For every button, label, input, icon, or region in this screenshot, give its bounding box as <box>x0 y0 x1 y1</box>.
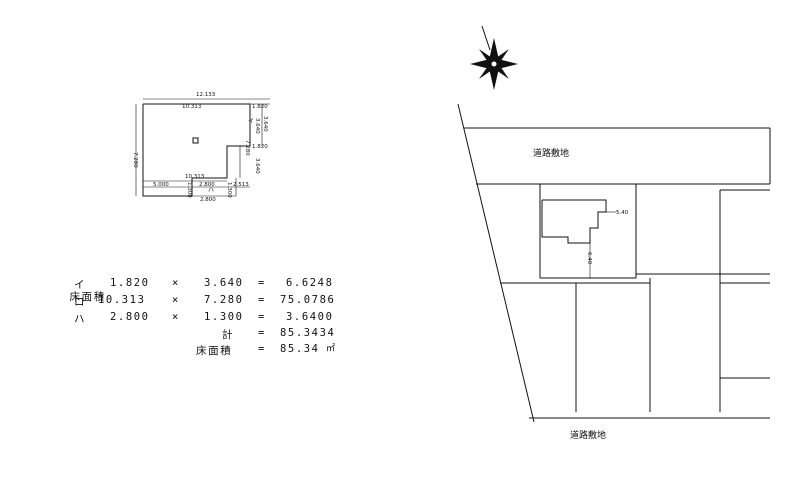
calc-op: × <box>172 294 180 306</box>
dim-bottom-center: 2.800 <box>199 182 215 188</box>
label-ha: ハ <box>208 187 214 194</box>
dim-bottom-right: 2.513 <box>233 182 249 188</box>
calc-eq: = <box>258 277 266 289</box>
dim-right-lower: 3.640 <box>254 158 260 174</box>
dim-top-total: 12.133 <box>196 92 216 98</box>
label-i: イ <box>248 118 254 125</box>
calc-result: 6.6248 <box>286 277 334 289</box>
floor-area-value: 85.34 <box>280 343 320 355</box>
total-eq: = <box>258 327 266 339</box>
calc-b: 3.640 <box>204 277 244 289</box>
total-value: 85.3434 <box>280 327 336 339</box>
floor-area-label: 床面積 <box>196 345 233 357</box>
total-label: 計 <box>222 329 235 341</box>
dim-right-inner: 3.640 <box>254 118 260 134</box>
dim-notch-bottom: 2.800 <box>200 197 216 203</box>
road-label-bottom: 道路敷地 <box>570 429 606 441</box>
offset-down: 6.40 <box>586 252 592 265</box>
site-map <box>457 103 771 423</box>
compass-rose-icon <box>470 25 518 90</box>
floor-area-unit: ㎡ <box>326 344 337 354</box>
dim-top-left: 10.313 <box>182 104 202 110</box>
calc-a: 1.820 <box>110 277 150 289</box>
site-map-labels: 道路敷地 道路敷地 5.40 6.40 <box>533 147 629 441</box>
offset-right: 5.40 <box>616 210 629 216</box>
building-footprint <box>541 199 607 244</box>
dim-bottom-left: 5.000 <box>153 182 169 188</box>
road-label-top: 道路敷地 <box>533 147 569 159</box>
calc-eq: = <box>258 294 266 306</box>
calc-title: 床面積 <box>69 291 106 303</box>
calc-key: ロ <box>74 296 87 308</box>
calc-result: 3.6400 <box>286 311 334 323</box>
dim-notch-right: 1.300 <box>226 182 232 198</box>
calc-a: 10.313 <box>98 294 146 306</box>
calc-eq: = <box>258 311 266 323</box>
calc-b: 7.280 <box>204 294 244 306</box>
calc-op: × <box>172 277 180 289</box>
dim-right-outer: 3.640 <box>262 116 268 132</box>
calc-key: ハ <box>74 313 87 325</box>
dim-left-height: 7.280 <box>132 152 138 168</box>
calc-result: 75.0786 <box>280 294 336 306</box>
dim-bottom-main: 10.313 <box>185 174 205 180</box>
dim-right-small-bottom: 1.820 <box>252 144 268 150</box>
floor-plan-outline <box>142 103 251 197</box>
calc-a: 2.800 <box>110 311 150 323</box>
calc-row-i: 床面積 <box>22 277 106 316</box>
calc-op: × <box>172 311 180 323</box>
floor-area-eq: = <box>258 343 266 355</box>
floor-plan <box>135 98 270 197</box>
dim-top-right: 1.820 <box>252 104 268 110</box>
calc-b: 1.300 <box>204 311 244 323</box>
road-edge <box>457 103 535 423</box>
dim-right-mid: 7.280 <box>244 140 250 156</box>
floor-plan-dimensions: 12.133 10.313 1.820 7.280 3.640 3.640 7.… <box>132 92 268 203</box>
calc-key: イ <box>74 279 87 291</box>
center-marker <box>192 137 199 144</box>
dim-notch-left: 1.300 <box>186 182 192 198</box>
